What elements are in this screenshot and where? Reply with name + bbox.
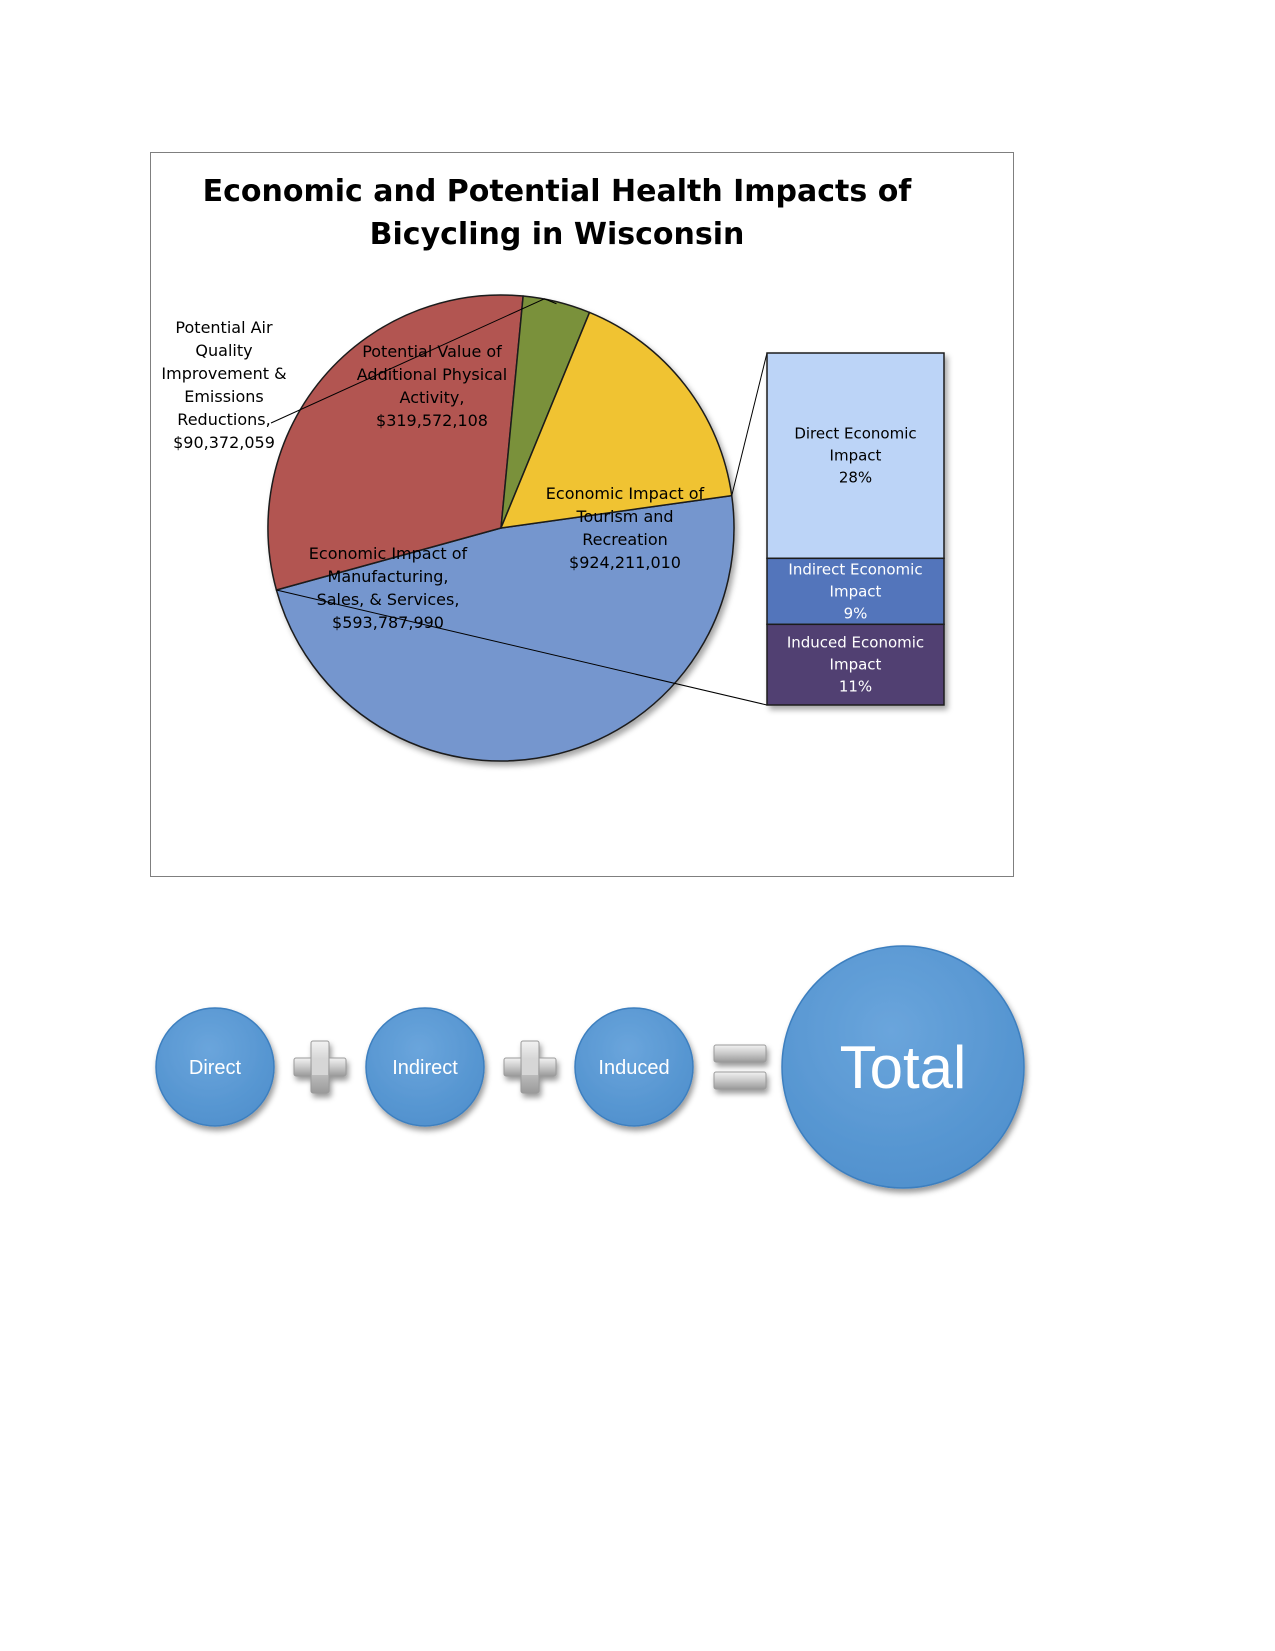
equation-diagram: Direct Indirect Induced Total <box>155 945 1025 1189</box>
pie-chart: Economic and Potential Health Impacts of… <box>161 174 945 762</box>
connector-line-top <box>731 352 768 496</box>
plus-icon <box>503 1040 557 1094</box>
chart-title: Economic and Potential Health Impacts of… <box>203 174 913 252</box>
term-label: Induced <box>598 1057 669 1079</box>
leader-line <box>270 298 557 424</box>
breakdown-segment-1 <box>766 557 945 626</box>
result-circle-total: Total <box>781 945 1025 1189</box>
breakdown-bar <box>766 352 945 706</box>
term-label: Indirect <box>392 1057 458 1079</box>
plus-icon <box>293 1040 347 1094</box>
equals-icon <box>713 1044 767 1090</box>
term-circle-induced: Induced <box>574 1007 694 1127</box>
breakdown-segment-0 <box>766 352 945 560</box>
connector-line-bottom <box>276 589 768 706</box>
term-label: Direct <box>189 1057 242 1079</box>
term-circle-direct: Direct <box>155 1007 275 1127</box>
result-label: Total <box>840 1034 967 1101</box>
breakdown-segment-2 <box>766 623 945 706</box>
chart-frame: Economic and Potential Health Impacts of… <box>150 152 1014 877</box>
pie-group <box>267 294 735 762</box>
pie-slice-0 <box>275 494 735 762</box>
pie-slice-1 <box>267 294 524 591</box>
pie-slice-3 <box>500 311 733 529</box>
term-circle-indirect: Indirect <box>365 1007 485 1127</box>
